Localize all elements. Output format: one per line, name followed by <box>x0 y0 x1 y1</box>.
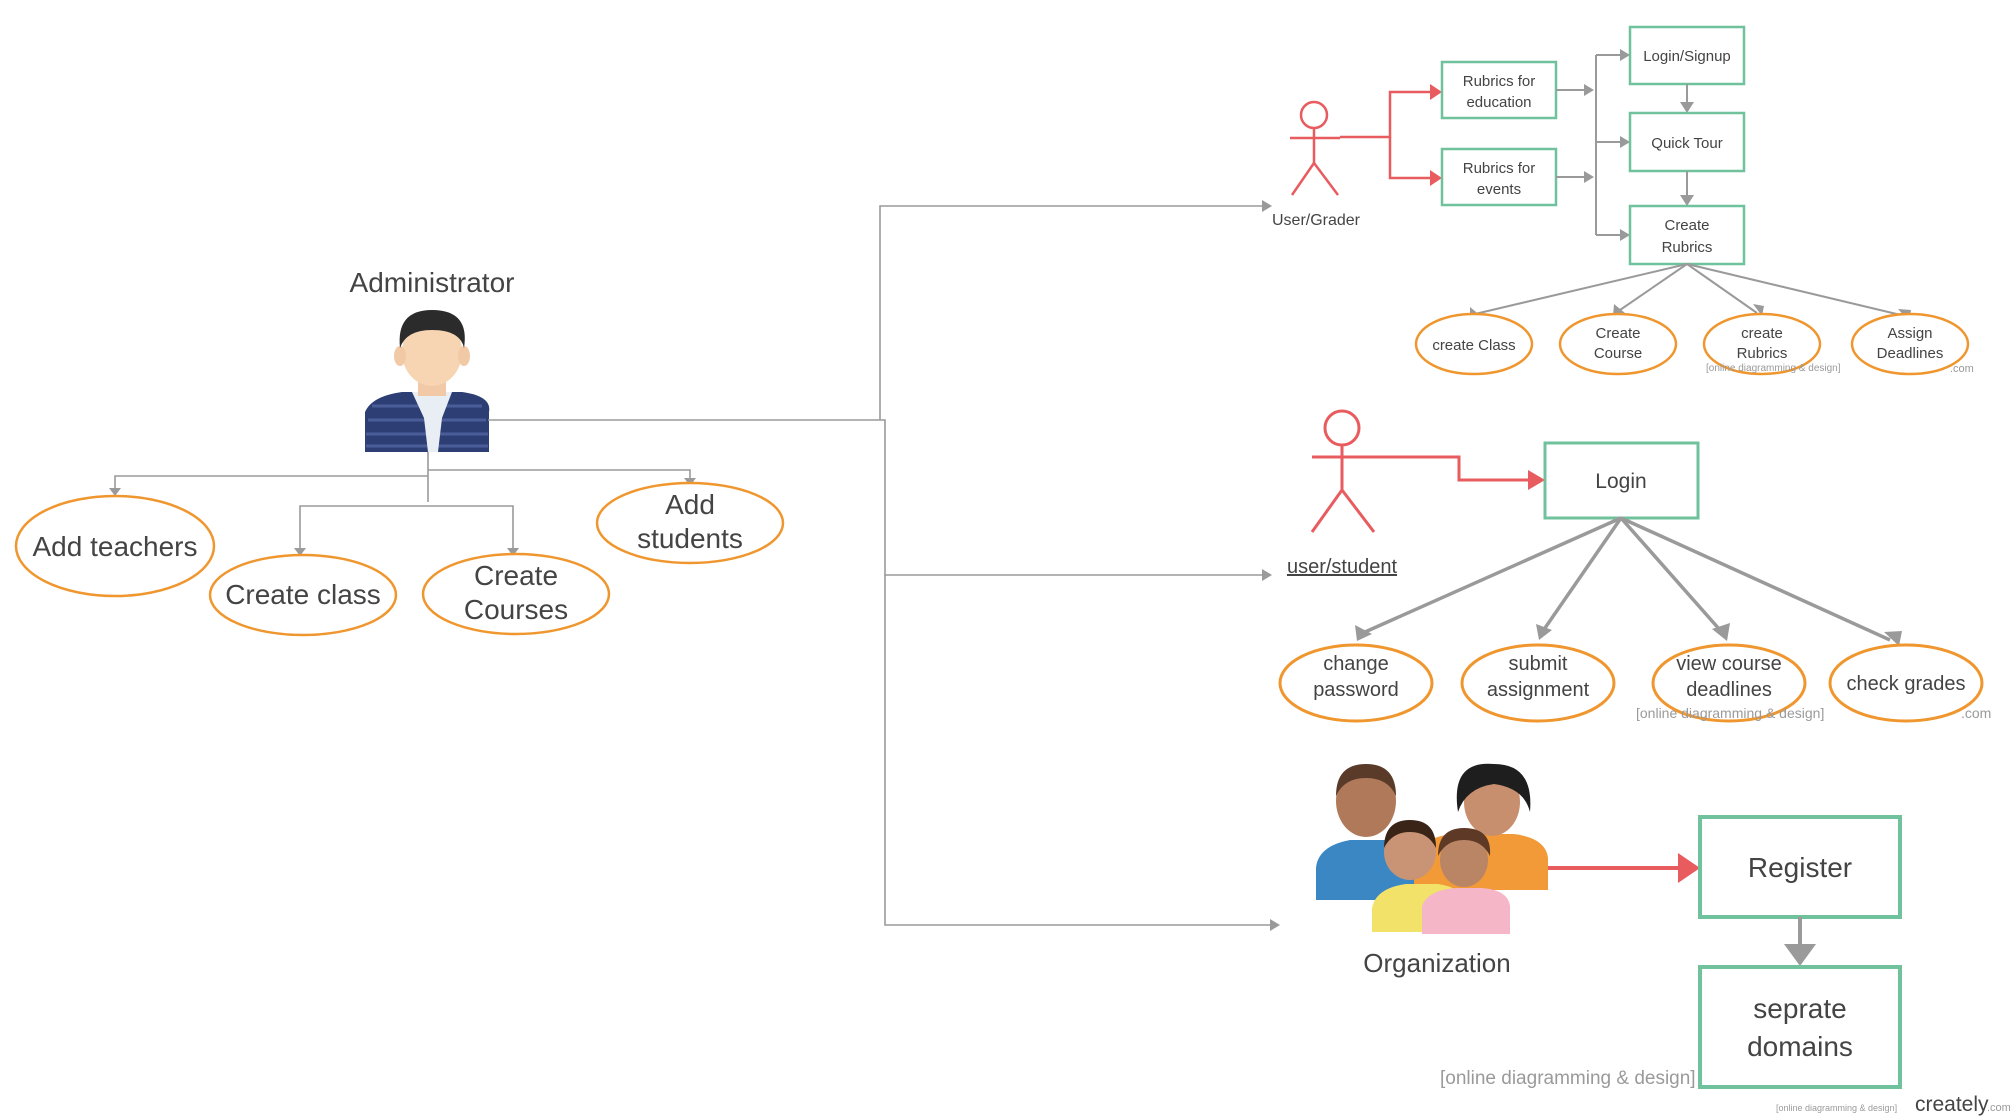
ellipse-create-rubrics-grader <box>1702 312 1822 376</box>
watermark-grader-tld: .com <box>1950 363 1974 375</box>
watermark-corner-tagline: [online diagramming & design] <box>1776 1103 1897 1113</box>
ellipse-assign-deadlines <box>1850 312 1970 376</box>
student-task-check-grades: check grades <box>1847 673 1966 695</box>
ellipse-create-class-grader <box>1414 312 1534 376</box>
watermark-student-tld: .com <box>1961 705 1991 721</box>
action-create-class: Create class <box>225 579 381 610</box>
admin-title: Administrator <box>350 267 515 298</box>
creately-logo: creately <box>1915 1093 1989 1116</box>
ellipse-check-grades <box>1828 643 1984 723</box>
ellipse-create-courses <box>421 552 611 636</box>
administrator-icon <box>365 310 490 452</box>
creately-logo-tld: .com <box>1987 1102 2010 1114</box>
ellipse-change-password <box>1278 643 1434 723</box>
ellipse-submit-assignment <box>1460 643 1616 723</box>
student-login-label: Login <box>1595 470 1646 493</box>
ellipse-view-course-deadlines <box>1651 643 1807 723</box>
watermark-student: [online diagramming & design] <box>1636 705 1824 721</box>
grader-actor-label: User/Grader <box>1272 212 1361 229</box>
box-separate-domains <box>1698 965 1902 1089</box>
ellipse-add-students <box>595 481 785 565</box>
student-actor-label: user/student <box>1287 556 1398 578</box>
flow-login-signup: Login/Signup <box>1643 48 1731 65</box>
flow-quick-tour: Quick Tour <box>1651 135 1722 152</box>
box-rubrics-events <box>1440 147 1558 207</box>
box-login-student <box>1543 441 1700 520</box>
admin-section: Administrator Add teachers Create class <box>14 200 1280 931</box>
box-login-signup <box>1628 25 1746 86</box>
people-group-icon <box>1316 763 1548 934</box>
box-rubrics-education <box>1440 60 1558 120</box>
grader-task-create-class: create Class <box>1432 337 1515 354</box>
student-actor-icon <box>1310 409 1376 533</box>
action-add-teachers: Add teachers <box>33 531 198 562</box>
org-step-register: Register <box>1748 852 1852 883</box>
ellipse-create-course-grader <box>1558 312 1678 376</box>
ellipse-create-class <box>208 553 398 637</box>
grader-actor-icon <box>1290 100 1340 196</box>
organization-label: Organization <box>1363 948 1510 978</box>
box-create-rubrics <box>1628 204 1746 266</box>
watermark-grader: [online diagramming & design] <box>1706 363 1841 374</box>
watermark-org: [online diagramming & design] <box>1440 1068 1696 1089</box>
ellipse-add-teachers <box>14 494 216 598</box>
